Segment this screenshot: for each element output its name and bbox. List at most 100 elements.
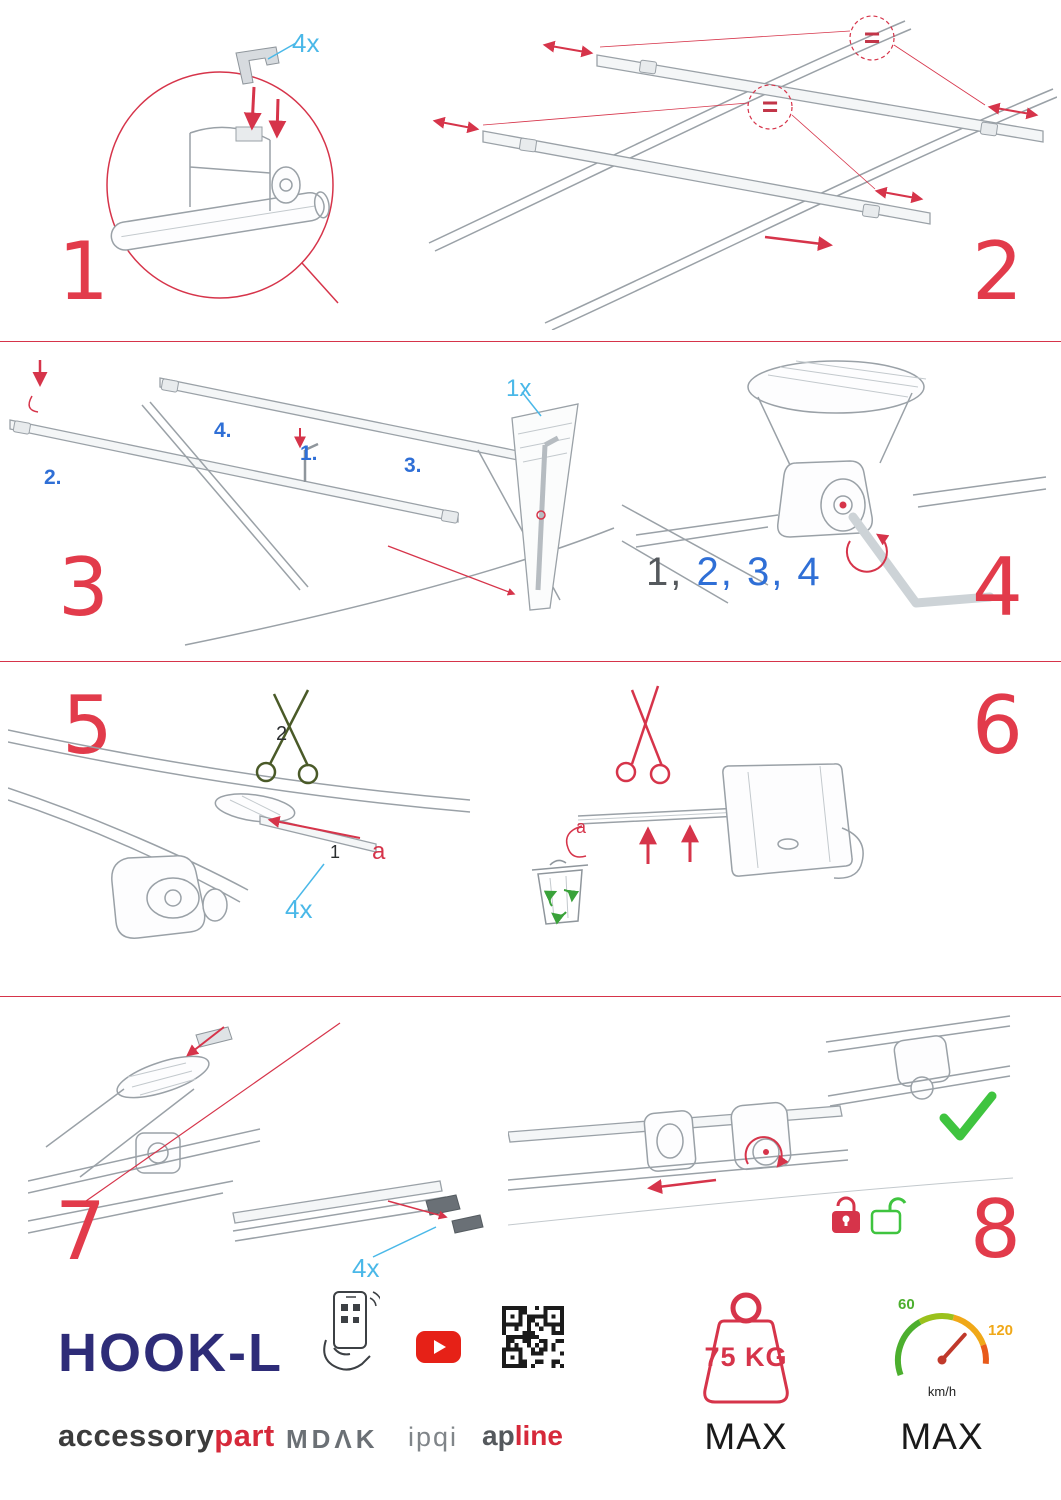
bar-end-opening bbox=[45, 1055, 210, 1178]
roof-lines bbox=[621, 504, 769, 604]
step3-qty-label: 1x bbox=[506, 375, 532, 402]
apline-gray: ap bbox=[482, 1420, 515, 1451]
logo-ipqi: ipqi bbox=[408, 1422, 459, 1452]
phone-scan-icon bbox=[323, 1291, 380, 1371]
logo-apline: apline bbox=[482, 1420, 563, 1452]
step7-qty-label: 4x bbox=[352, 1253, 380, 1283]
step1-diagram bbox=[106, 42, 339, 304]
step5-strip-letter: a bbox=[372, 838, 386, 865]
lock-open-icon bbox=[870, 1197, 907, 1235]
screw-dot-icon bbox=[839, 501, 847, 509]
crossbars bbox=[9, 377, 553, 524]
equal-sign-top: = bbox=[863, 22, 881, 53]
step5-diagram bbox=[8, 689, 471, 939]
trash-bin-icon bbox=[531, 859, 589, 925]
crossbars bbox=[482, 54, 1044, 225]
speedometer-icon bbox=[894, 1313, 989, 1377]
step6-diagram bbox=[531, 685, 864, 925]
cut-strip-curl bbox=[565, 825, 587, 858]
qr-code bbox=[502, 1306, 564, 1368]
step5-number: 5 bbox=[62, 679, 113, 772]
speed-unit-label: km/h bbox=[927, 1384, 957, 1399]
clamp-foot bbox=[111, 855, 228, 939]
section-divider-1 bbox=[0, 341, 1061, 342]
pull-arrow-icon bbox=[267, 815, 361, 839]
bar-cross-section bbox=[747, 360, 927, 466]
brand-red: part bbox=[214, 1418, 275, 1453]
product-name: HOOK-L bbox=[58, 1323, 283, 1383]
section-divider-3 bbox=[0, 996, 1061, 997]
step1-qty-label: 4x bbox=[292, 28, 320, 58]
insert-arrow-icon bbox=[186, 1026, 225, 1057]
dimension-arrows-icon bbox=[432, 40, 1039, 251]
step3-number: 3 bbox=[58, 541, 109, 634]
max-speed-label: MAX bbox=[900, 1416, 984, 1457]
rubber-strip bbox=[259, 815, 377, 853]
clip-part bbox=[235, 46, 280, 85]
step2-diagram bbox=[428, 15, 1057, 330]
screw-dot-icon bbox=[763, 1149, 769, 1155]
brand-logo: accessorypart bbox=[58, 1418, 275, 1454]
roof-rails bbox=[141, 401, 615, 646]
down-arrow-icon bbox=[28, 360, 48, 413]
max-weight-icon bbox=[703, 1292, 789, 1404]
crossbar-through bbox=[635, 476, 1047, 548]
seq-rest: 2, 3, 4 bbox=[696, 550, 822, 594]
tighten-arrow-icon bbox=[744, 1136, 789, 1168]
rail-opening bbox=[214, 793, 296, 823]
step5-strip-number: 1 bbox=[330, 842, 341, 862]
step6-number: 6 bbox=[972, 679, 1023, 772]
step5-cut-label: 2 bbox=[276, 723, 288, 745]
seq-first: 1 bbox=[646, 550, 671, 594]
step3-label-2: 2. bbox=[44, 466, 62, 489]
step4-number: 4 bbox=[972, 541, 1023, 634]
brand-gray: accessory bbox=[58, 1418, 215, 1453]
step3-label-4: 4. bbox=[214, 419, 232, 442]
section-divider-2 bbox=[0, 661, 1061, 662]
rotate-arrow-icon bbox=[845, 533, 890, 573]
max-weight-value: 75 KG bbox=[704, 1342, 788, 1372]
equal-sign-mid: = bbox=[761, 91, 779, 122]
equal-spacing-marks bbox=[482, 15, 986, 190]
youtube-icon bbox=[416, 1331, 461, 1363]
step2-number: 2 bbox=[972, 225, 1023, 318]
lock-closed-icon bbox=[832, 1196, 860, 1233]
bar-with-caps bbox=[232, 1180, 484, 1242]
bar-with-clamps bbox=[508, 1101, 1013, 1226]
step7-number: 7 bbox=[55, 1185, 106, 1278]
slide-arrow-icon bbox=[647, 1178, 717, 1195]
step1-number: 1 bbox=[58, 225, 109, 318]
step8-diagram bbox=[508, 1015, 1013, 1235]
step5-qty-label: 4x bbox=[285, 894, 313, 924]
allen-key-small-icon bbox=[294, 428, 319, 482]
check-icon bbox=[939, 1091, 997, 1141]
mounted-clamp-top bbox=[825, 1015, 1011, 1107]
recycle-icon bbox=[543, 889, 580, 925]
magnifier-circle-icon bbox=[106, 71, 339, 304]
seq-separator: , bbox=[670, 550, 697, 594]
step4-sequence: 1, 2, 3, 4 bbox=[646, 552, 822, 592]
step8-number: 8 bbox=[970, 1183, 1021, 1276]
speed-high-label: 120 bbox=[988, 1322, 1014, 1339]
logo-mdak: MDΛK bbox=[286, 1424, 379, 1454]
step4-diagram bbox=[621, 360, 1047, 608]
crossbar-tube bbox=[110, 191, 330, 251]
step7-diagram bbox=[28, 1022, 484, 1258]
roof-rails bbox=[428, 20, 1057, 330]
guide-line bbox=[85, 1022, 341, 1202]
tool-sleeve bbox=[511, 403, 579, 611]
push-arrows-icon bbox=[639, 824, 699, 864]
pointer-line bbox=[387, 545, 516, 596]
apline-red: line bbox=[514, 1420, 563, 1451]
hook-bracket bbox=[722, 763, 864, 879]
max-weight-label: MAX bbox=[704, 1416, 788, 1457]
insert-arrows-icon bbox=[243, 86, 287, 139]
scissors-icon bbox=[255, 689, 319, 785]
speed-min-label: 60 bbox=[898, 1296, 915, 1313]
scissors-icon bbox=[615, 685, 671, 785]
clamp-bracket bbox=[189, 126, 301, 211]
step3-label-3: 3. bbox=[404, 454, 422, 477]
step6-strip-letter: a bbox=[576, 817, 587, 837]
step3-label-1: 1. bbox=[300, 442, 318, 465]
